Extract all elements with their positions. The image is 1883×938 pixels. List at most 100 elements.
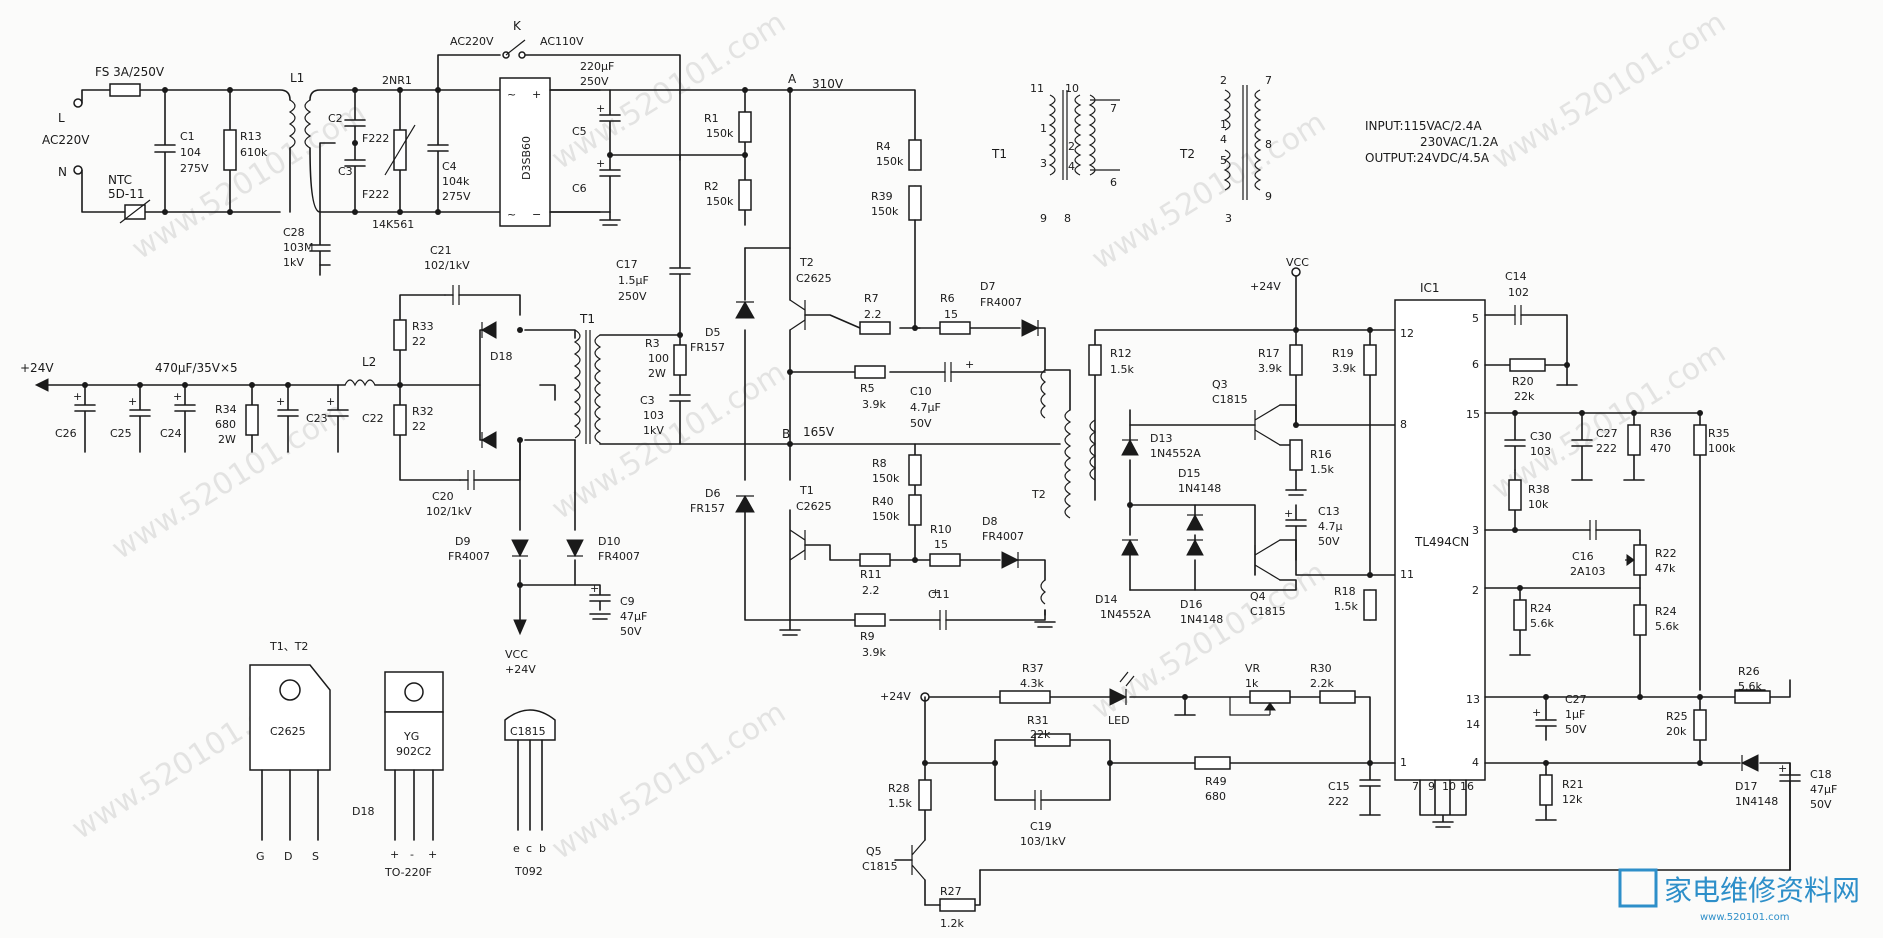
watermark-text: www.520101.com	[1086, 105, 1332, 277]
svg-text:D7: D7	[980, 280, 995, 293]
svg-text:R34: R34	[215, 403, 237, 416]
svg-text:1μF: 1μF	[1565, 708, 1585, 721]
svg-text:2.2: 2.2	[862, 584, 880, 597]
svg-text:D17: D17	[1735, 780, 1757, 793]
svg-text:Q3: Q3	[1212, 378, 1228, 391]
svg-text:1.5k: 1.5k	[888, 797, 912, 810]
svg-text:T1: T1	[799, 484, 814, 497]
svg-text:R31: R31	[1027, 714, 1049, 727]
svg-text:R24: R24	[1530, 602, 1552, 615]
svg-text:3.9k: 3.9k	[862, 398, 886, 411]
svg-text:610k: 610k	[240, 146, 268, 159]
svg-text:AC110V: AC110V	[540, 35, 584, 48]
transistor-package	[504, 709, 556, 741]
mosfet-package	[249, 664, 331, 771]
svg-text:R38: R38	[1528, 483, 1550, 496]
svg-text:C25: C25	[110, 427, 132, 440]
svg-text:3.9k: 3.9k	[862, 646, 886, 659]
svg-text:+: +	[390, 848, 399, 861]
watermark-text: www.520101.com	[546, 695, 792, 867]
svg-text:150k: 150k	[706, 127, 734, 140]
svg-text:1.5k: 1.5k	[1110, 363, 1134, 376]
svg-text:13: 13	[1466, 693, 1480, 706]
svg-text:+24V: +24V	[880, 690, 911, 703]
svg-text:D: D	[284, 850, 292, 863]
svg-text:47k: 47k	[1655, 562, 1676, 575]
svg-text:R32: R32	[412, 405, 434, 418]
svg-text:3: 3	[1040, 157, 1047, 170]
svg-text:T2: T2	[1031, 488, 1046, 501]
svg-text:R6: R6	[940, 292, 955, 305]
svg-text:3: 3	[1225, 212, 1232, 225]
svg-text:10: 10	[1442, 780, 1456, 793]
svg-text:R17: R17	[1258, 347, 1280, 360]
watermark-text: www.520101.com	[1486, 5, 1732, 177]
svg-text:102: 102	[1508, 286, 1529, 299]
svg-text:C2625: C2625	[796, 272, 832, 285]
svg-text:2A103: 2A103	[1570, 565, 1606, 578]
svg-text:C1: C1	[180, 130, 195, 143]
svg-text:D14: D14	[1095, 593, 1117, 606]
svg-text:275V: 275V	[180, 162, 209, 175]
watermark-text: www.520101.com	[546, 355, 792, 527]
svg-text:Q4: Q4	[1250, 590, 1266, 603]
svg-text:R26: R26	[1738, 665, 1760, 678]
svg-text:R2: R2	[704, 180, 719, 193]
svg-text:D5: D5	[705, 326, 720, 339]
package-outlines: T1、T2 C2625 G D S YG 902C2 D18 + - + TO-…	[249, 640, 556, 879]
svg-text:+: +	[532, 88, 541, 101]
svg-text:R27: R27	[940, 885, 962, 898]
svg-text:+: +	[173, 390, 182, 403]
svg-text:FR4007: FR4007	[598, 550, 640, 563]
svg-text:F222: F222	[362, 132, 389, 145]
spec-input-230: 230VAC/1.2A	[1420, 135, 1499, 149]
svg-text:R36: R36	[1650, 427, 1672, 440]
ntc-label: NTC	[108, 173, 132, 187]
svg-text:~: ~	[507, 88, 516, 101]
svg-text:R35: R35	[1708, 427, 1730, 440]
svg-text:+: +	[931, 586, 940, 599]
svg-text:222: 222	[1328, 795, 1349, 808]
svg-text:14: 14	[1466, 718, 1480, 731]
svg-text:150k: 150k	[871, 205, 899, 218]
svg-text:902C2: 902C2	[396, 745, 432, 758]
svg-text:1N4148: 1N4148	[1178, 482, 1221, 495]
svg-text:1.5μF: 1.5μF	[618, 274, 649, 287]
svg-text:TL494CN: TL494CN	[1414, 535, 1469, 549]
fuse-label: FS 3A/250V	[95, 65, 165, 79]
spec-block: INPUT:115VAC/2.4A 230VAC/1.2A OUTPUT:24V…	[1365, 119, 1499, 165]
svg-text:C1815: C1815	[1212, 393, 1248, 406]
svg-text:TO-220F: TO-220F	[384, 866, 432, 879]
svg-text:250V: 250V	[580, 75, 609, 88]
svg-text:9: 9	[1040, 212, 1047, 225]
svg-text:5: 5	[1220, 154, 1227, 167]
svg-text:+: +	[596, 157, 605, 170]
svg-text:C16: C16	[1572, 550, 1594, 563]
svg-text:C27: C27	[1596, 427, 1618, 440]
svg-text:310V: 310V	[812, 77, 844, 91]
svg-text:5.6k: 5.6k	[1530, 617, 1554, 630]
svg-text:150k: 150k	[876, 155, 904, 168]
svg-text:C21: C21	[430, 244, 452, 257]
svg-text:+24V: +24V	[20, 361, 54, 375]
svg-text:4: 4	[1220, 133, 1227, 146]
svg-text:C20: C20	[432, 490, 454, 503]
svg-text:R1: R1	[704, 112, 719, 125]
svg-text:C22: C22	[362, 412, 384, 425]
svg-text:C18: C18	[1810, 768, 1832, 781]
svg-text:3.9k: 3.9k	[1332, 362, 1356, 375]
svg-text:FR4007: FR4007	[448, 550, 490, 563]
svg-text:R18: R18	[1334, 585, 1356, 598]
svg-text:4.7μ: 4.7μ	[1318, 520, 1343, 533]
svg-text:R28: R28	[888, 782, 910, 795]
svg-text:+: +	[596, 102, 605, 115]
svg-text:C3: C3	[338, 165, 353, 178]
svg-text:C10: C10	[910, 385, 932, 398]
label-ac220v: AC220V	[42, 133, 90, 147]
svg-text:3: 3	[1472, 524, 1479, 537]
svg-text:R24: R24	[1655, 605, 1677, 618]
svg-text:R7: R7	[864, 292, 879, 305]
svg-text:1N4552A: 1N4552A	[1150, 447, 1201, 460]
feedback-network: C14 102 R20 22k C30 103 R38 10k C16 2A10…	[979, 270, 1837, 871]
